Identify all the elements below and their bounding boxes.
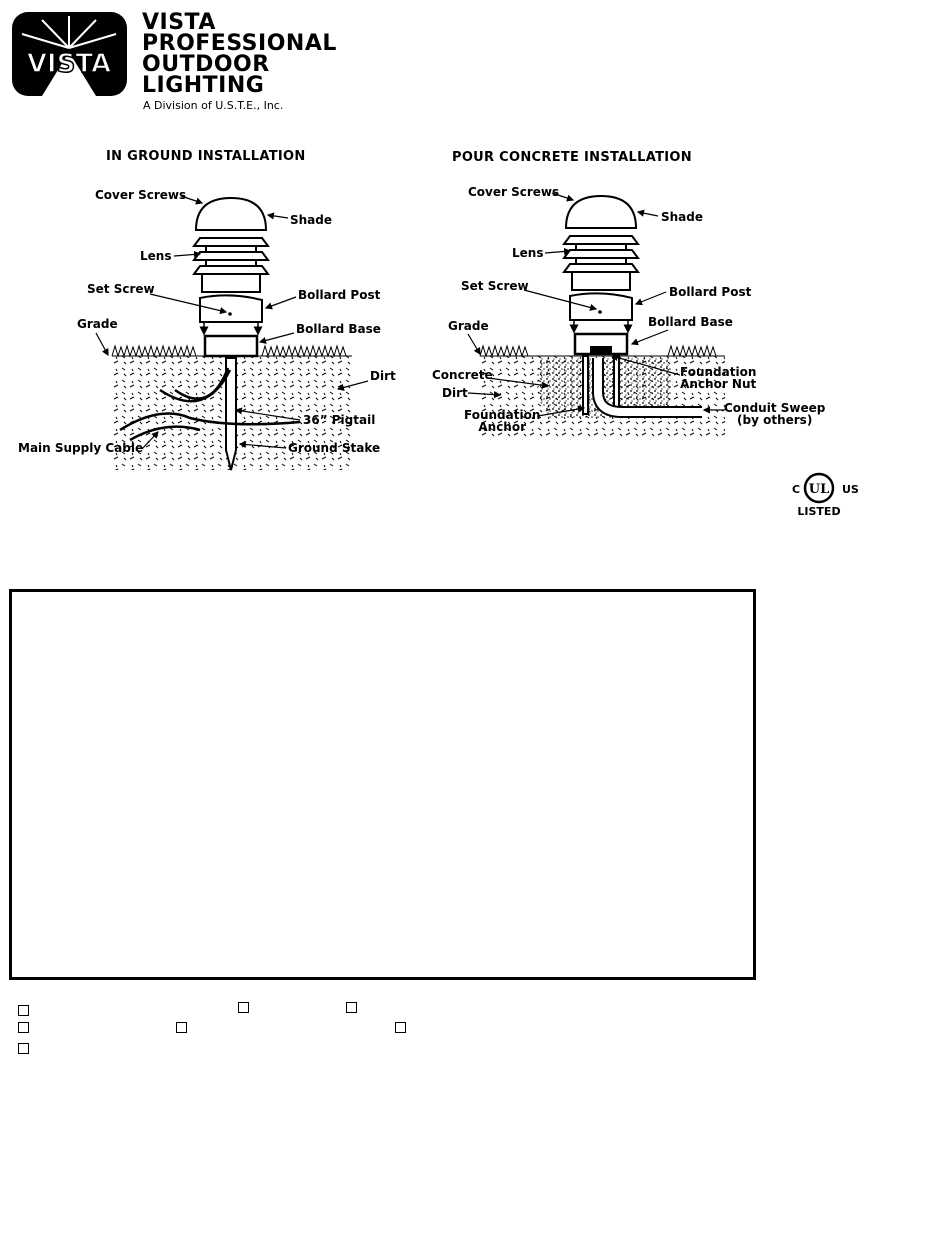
label-conduit-sweep: Conduit Sweep (by others) [724, 402, 825, 426]
ul-listed-text: LISTED [797, 505, 840, 518]
label-shade: Shade [290, 213, 333, 227]
ul-text: UL [809, 482, 829, 497]
label-main-supply-cable: Main Supply Cable [18, 441, 144, 455]
label-lens: Lens [512, 246, 544, 260]
checkbox[interactable] [18, 1043, 29, 1054]
label-bollard-post: Bollard Post [298, 288, 381, 302]
label-ground-stake: Ground Stake [288, 441, 381, 455]
checkbox[interactable] [395, 1022, 406, 1033]
label-set-screw: Set Screw [87, 282, 155, 296]
logo-text: VISTA [27, 49, 111, 79]
label-set-screw: Set Screw [461, 279, 529, 293]
brand-line: LIGHTING [142, 73, 265, 98]
label-grade: Grade [448, 319, 489, 333]
ul-us-text: US [842, 483, 858, 496]
checkbox[interactable] [346, 1002, 357, 1013]
pour-concrete-diagram [467, 192, 725, 440]
label-line: Anchor Nut [680, 377, 757, 391]
label-bollard-base: Bollard Base [648, 315, 733, 329]
checkbox[interactable] [176, 1022, 187, 1033]
label-cover-screws: Cover Screws [95, 188, 187, 202]
label-line: Foundation [680, 365, 757, 379]
pour-concrete-title: POUR CONCRETE INSTALLATION [452, 150, 692, 165]
label-line: Foundation [464, 408, 541, 422]
label-foundation-anchor-nut: Foundation Anchor Nut [680, 366, 756, 390]
brand-name: VISTA PROFESSIONAL OUTDOOR LIGHTING [142, 10, 337, 98]
label-foundation-anchor: Foundation Anchor [464, 409, 540, 433]
label-concrete: Concrete [432, 368, 493, 382]
division-text: A Division of U.S.T.E., Inc. [143, 99, 284, 112]
ul-c-text: C [792, 483, 800, 496]
label-dirt: Dirt [370, 369, 396, 383]
label-bollard-base: Bollard Base [296, 322, 381, 336]
label-lens: Lens [140, 249, 172, 263]
label-line: Conduit Sweep [724, 401, 826, 415]
checkbox[interactable] [18, 1005, 29, 1016]
label-dirt: Dirt [442, 386, 468, 400]
ul-listed-mark: C UL US LISTED [792, 472, 858, 518]
checkbox[interactable] [238, 1002, 249, 1013]
in-ground-diagram [95, 195, 369, 471]
brand-line: OUTDOOR [142, 52, 270, 77]
label-shade: Shade [661, 210, 704, 224]
label-pigtail: 36” Pigtail [303, 413, 376, 427]
brand-line: PROFESSIONAL [142, 31, 337, 56]
brand-line: VISTA [142, 10, 216, 35]
label-line: Anchor [478, 420, 527, 434]
label-grade: Grade [77, 317, 118, 331]
label-line: (by others) [737, 413, 813, 427]
checkbox[interactable] [18, 1022, 29, 1033]
vista-logo: VISTA [12, 12, 127, 96]
content-frame [9, 589, 756, 980]
in-ground-title: IN GROUND INSTALLATION [106, 149, 306, 164]
label-cover-screws: Cover Screws [468, 185, 560, 199]
label-bollard-post: Bollard Post [669, 285, 752, 299]
